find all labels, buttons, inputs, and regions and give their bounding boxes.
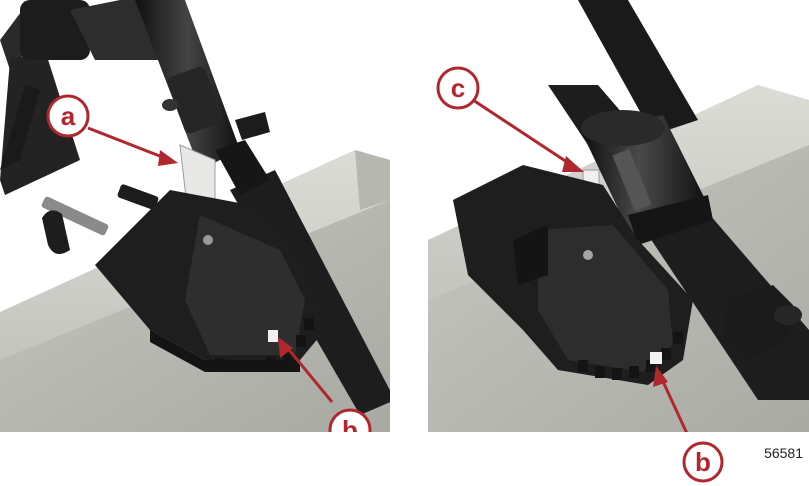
callout-a: a (46, 94, 178, 166)
mount-tube-right (581, 110, 713, 245)
callout-c-label: c (451, 73, 465, 103)
tube-knob (235, 112, 270, 140)
mount-tube (135, 0, 270, 170)
callout-b-right-label: b (695, 447, 711, 477)
tripod-legs (0, 0, 170, 195)
right-illustration: c (428, 0, 809, 432)
callout-b-right-badge: b (682, 441, 724, 483)
left-illustration: a b (0, 0, 390, 432)
callout-b-left-label: b (342, 415, 358, 432)
callout-b-right (653, 366, 688, 432)
c-clamp (41, 184, 159, 254)
mount-bracket-right (453, 165, 802, 385)
left-illustration-svg: a b (0, 0, 390, 432)
mount-bracket (95, 190, 325, 372)
callout-a-label: a (61, 101, 76, 131)
callout-c: c (436, 66, 584, 172)
right-illustration-svg: c (428, 0, 809, 432)
callout-b-left: b (278, 337, 372, 432)
figure-number: 56581 (764, 445, 803, 461)
